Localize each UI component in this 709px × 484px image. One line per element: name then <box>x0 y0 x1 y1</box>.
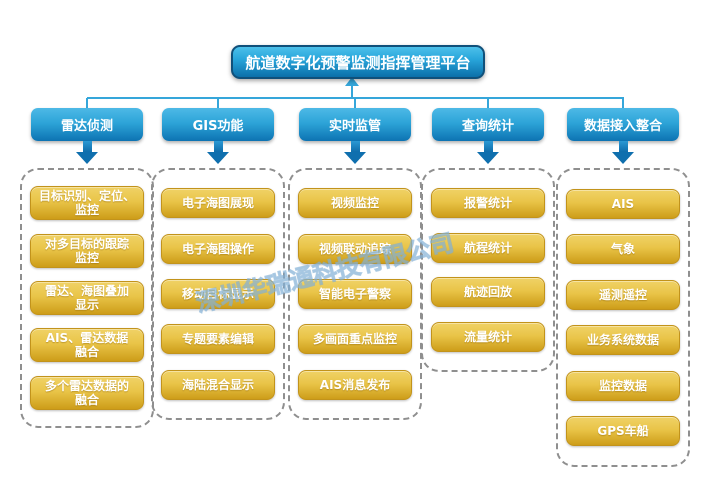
feature-item: 视频监控 <box>298 188 412 219</box>
branch-header-gis: GIS功能 <box>162 108 274 141</box>
feature-item: 电子海图展现 <box>161 188 275 219</box>
down-arrow-icon <box>76 141 98 164</box>
feature-item: 智能电子警察 <box>298 278 412 309</box>
feature-item: 业务系统数据 <box>566 325 680 356</box>
down-arrow-icon <box>477 141 499 164</box>
feature-item: 航程统计 <box>431 232 545 263</box>
feature-item: 雷达、海图叠加 显示 <box>30 280 144 315</box>
branch-header-query: 查询统计 <box>432 108 544 141</box>
feature-item: 流量统计 <box>431 322 545 353</box>
feature-item: 目标识别、定位、 监控 <box>30 186 144 221</box>
connector-stub-2 <box>217 98 219 109</box>
group-query: 报警统计航程统计航迹回放流量统计 <box>421 168 555 372</box>
feature-item: 海陆混合显示 <box>161 369 275 400</box>
group-radar: 目标识别、定位、 监控对多目标的跟踪 监控雷达、海图叠加 显示 AIS、雷达数据 … <box>20 168 154 428</box>
feature-item: 专题要素编辑 <box>161 324 275 355</box>
connector-stub-4 <box>487 98 489 109</box>
feature-item: AIS <box>566 188 680 219</box>
feature-item: 多画面重点监控 <box>298 324 412 355</box>
feature-item: GPS车船 <box>566 416 680 447</box>
feature-item: 对多目标的跟踪 监控 <box>30 233 144 268</box>
down-arrow-icon <box>344 141 366 164</box>
down-arrow-icon <box>612 141 634 164</box>
branch-header-data: 数据接入整合 <box>567 108 679 141</box>
connector-stub-3 <box>354 98 356 109</box>
group-data: AIS 气象遥测遥控业务系统数据监控数据 GPS车船 <box>556 168 690 467</box>
feature-item: 电子海图操作 <box>161 233 275 264</box>
branch-header-radar: 雷达侦测 <box>31 108 143 141</box>
platform-title: 航道数字化预警监测指挥管理平台 <box>231 45 485 79</box>
feature-item: 气象 <box>566 234 680 265</box>
up-arrow-icon <box>345 77 359 86</box>
feature-item: 移动目标显示 <box>161 278 275 309</box>
group-realtime: 视频监控视频联动追踪智能电子警察多画面重点监控 AIS消息发布 <box>288 168 422 420</box>
feature-item: 视频联动追踪 <box>298 233 412 264</box>
down-arrow-icon <box>207 141 229 164</box>
group-gis: 电子海图展现电子海图操作移动目标显示专题要素编辑海陆混合显示 <box>151 168 285 420</box>
feature-item: 监控数据 <box>566 370 680 401</box>
feature-item: 航迹回放 <box>431 277 545 308</box>
feature-item: AIS消息发布 <box>298 369 412 400</box>
up-arrow-shaft <box>351 85 353 98</box>
feature-item: AIS、雷达数据 融合 <box>30 328 144 363</box>
feature-item: 多个雷达数据的 融合 <box>30 375 144 410</box>
connector-stub-1 <box>86 98 88 109</box>
feature-item: 报警统计 <box>431 187 545 218</box>
connector-stub-5 <box>622 98 624 109</box>
feature-item: 遥测遥控 <box>566 279 680 310</box>
branch-header-realtime: 实时监管 <box>299 108 411 141</box>
